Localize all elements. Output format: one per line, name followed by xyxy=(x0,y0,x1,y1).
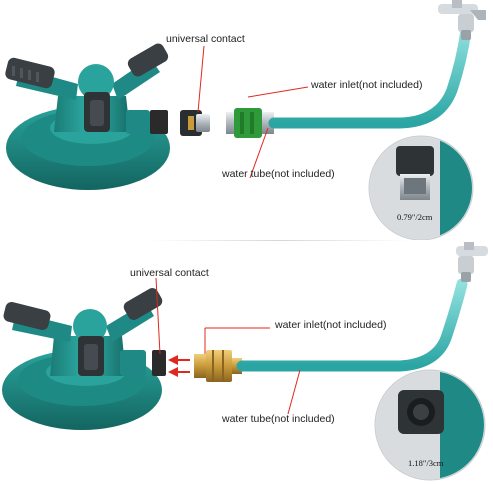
faucet-icon xyxy=(456,242,488,282)
brass-coupler xyxy=(194,350,242,382)
faucet-icon xyxy=(438,0,486,40)
bottom-illustration xyxy=(2,242,488,481)
top-illustration xyxy=(5,0,486,240)
label-water-tube: water tube(not included) xyxy=(222,413,335,425)
red-arrow-icon xyxy=(168,355,190,377)
hose-coupler xyxy=(226,108,274,138)
water-tube xyxy=(268,24,472,129)
sprinkler xyxy=(5,43,170,190)
callout-line-tube xyxy=(287,369,301,415)
universal-contact-part xyxy=(180,110,210,136)
callout-line-inlet xyxy=(247,86,309,98)
label-water-inlet: water inlet(not included) xyxy=(275,319,387,331)
label-size: 0.79"/2cm xyxy=(397,212,433,222)
panel-divider xyxy=(150,240,410,241)
label-size: 1.18"/3cm xyxy=(408,458,444,468)
callout-line-tube xyxy=(249,127,269,179)
top-panel: universal contact water inlet(not includ… xyxy=(0,0,493,240)
bottom-panel: universal contact water inlet(not includ… xyxy=(0,242,493,485)
detail-circle xyxy=(374,369,486,481)
label-universal-contact: universal contact xyxy=(130,267,209,279)
water-tube xyxy=(236,278,468,372)
label-water-tube: water tube(not included) xyxy=(222,168,335,180)
label-universal-contact: universal contact xyxy=(166,33,245,45)
detail-circle xyxy=(368,135,474,240)
label-water-inlet: water inlet(not included) xyxy=(311,79,423,91)
sprinkler xyxy=(2,288,166,430)
callout-line-contact xyxy=(155,277,161,355)
callout-line-contact xyxy=(197,45,205,113)
